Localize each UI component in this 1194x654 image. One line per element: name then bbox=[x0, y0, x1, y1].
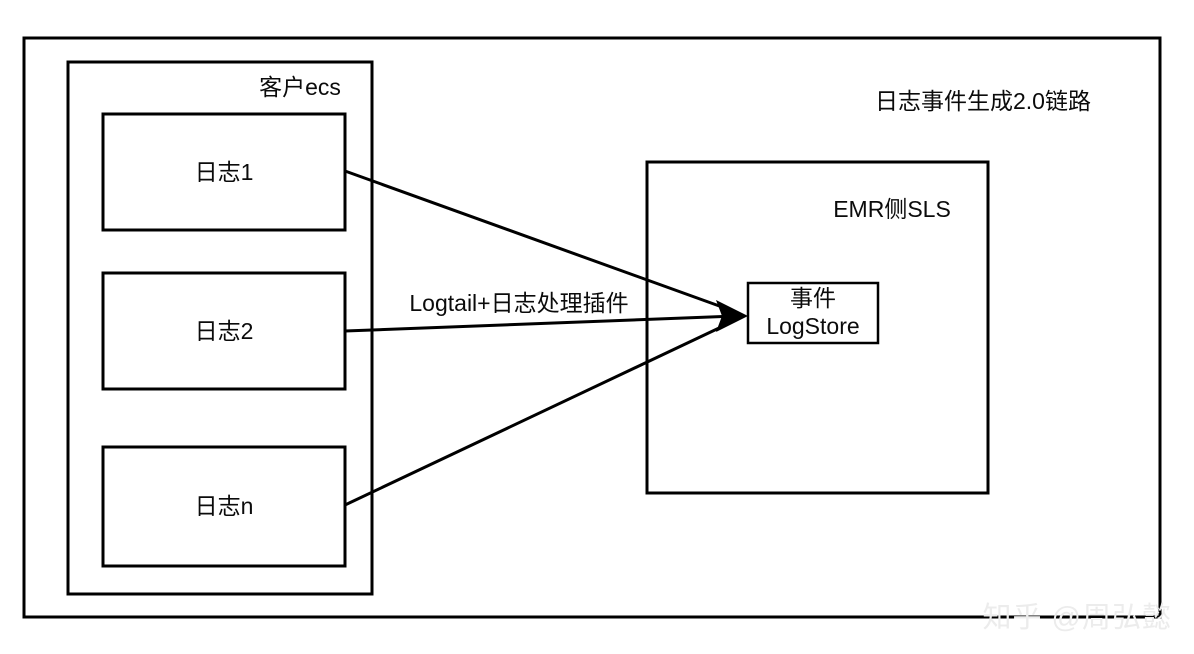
arrow-head-icon bbox=[716, 300, 748, 332]
edge-log1-to-logstore bbox=[344, 169, 737, 314]
node-log-2-label: 日志2 bbox=[195, 318, 254, 344]
node-event-logstore-label-line2: LogStore bbox=[766, 313, 859, 339]
diagram-title-right: 日志事件生成2.0链路 bbox=[875, 88, 1091, 114]
container-customer-ecs-label: 客户ecs bbox=[259, 74, 341, 100]
watermark: 知乎 @周弘懿 bbox=[982, 602, 1172, 634]
edge-log2-to-logstore-label: Logtail+日志处理插件 bbox=[409, 290, 628, 316]
edge-logn-to-logstore bbox=[344, 318, 737, 507]
node-log-1[interactable] bbox=[101, 112, 347, 232]
node-event-logstore[interactable] bbox=[746, 281, 880, 345]
node-log-1-label: 日志1 bbox=[195, 159, 254, 185]
container-emr-sls-label: EMR侧SLS bbox=[833, 196, 951, 222]
edge-log2-to-logstore bbox=[344, 314, 737, 333]
node-log-n[interactable] bbox=[101, 445, 347, 568]
node-log-n-label: 日志n bbox=[195, 493, 254, 519]
node-event-logstore-label-line1: 事件 bbox=[790, 285, 836, 311]
